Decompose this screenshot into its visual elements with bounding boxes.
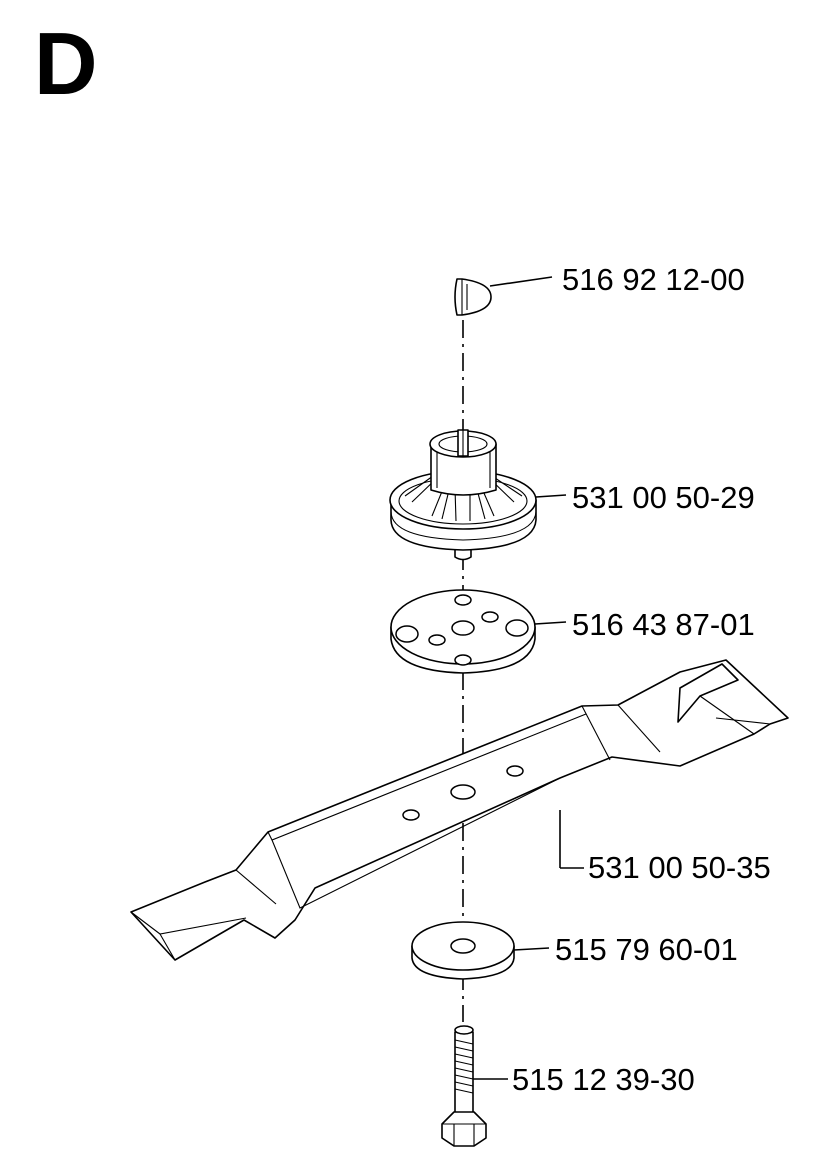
mower-blade-part [130, 659, 789, 961]
leader-line-washer [513, 947, 550, 951]
blade-plate-part [390, 589, 536, 674]
part-number-blade-hub: 531 00 50-29 [572, 480, 755, 515]
part-number-washer: 515 79 60-01 [555, 932, 738, 967]
leader-line-cap [489, 276, 553, 287]
part-number-bolt: 515 12 39-30 [512, 1062, 695, 1097]
leader-line-blade-hub [535, 494, 567, 498]
section-letter: D [34, 14, 98, 113]
washer-part [411, 921, 515, 980]
cap-part [454, 278, 492, 316]
part-number-cap: 516 92 12-00 [562, 262, 745, 297]
part-number-mower-blade: 531 00 50-35 [588, 850, 771, 885]
blade-hub-part [389, 429, 537, 561]
part-number-blade-plate: 516 43 87-01 [572, 607, 755, 642]
leader-line-blade-plate [534, 621, 567, 625]
bolt-part [441, 1025, 487, 1147]
